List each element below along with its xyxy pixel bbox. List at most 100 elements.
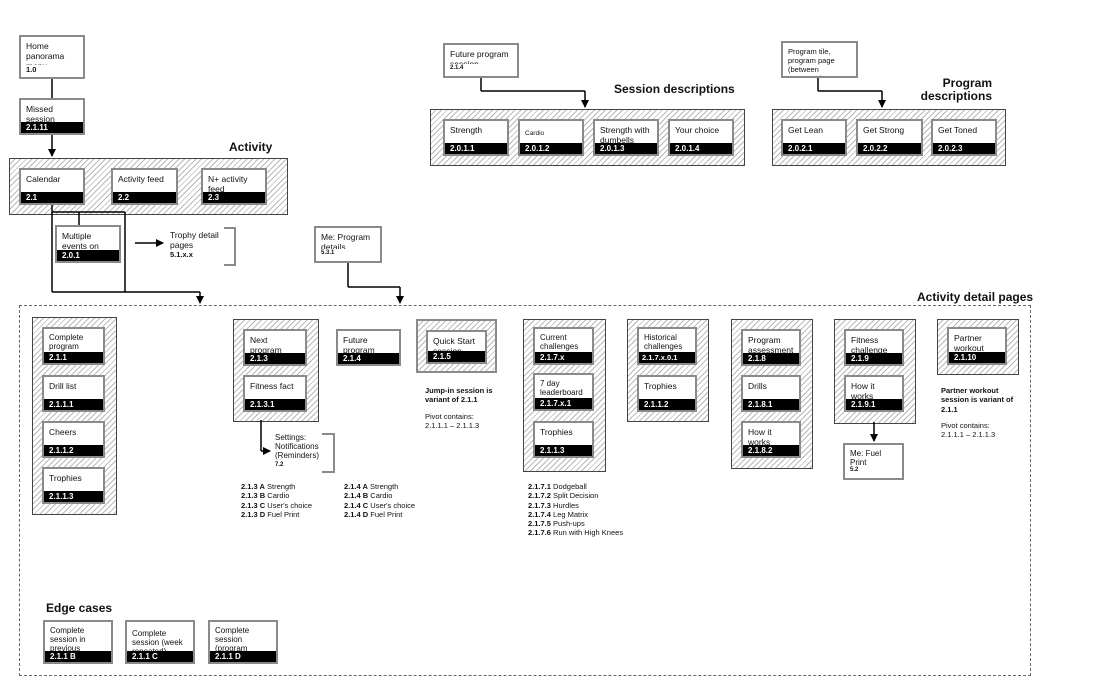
- node-label: Historical challenges (x6 types): [644, 333, 683, 352]
- variant-line: 2.1.4 C User's choice: [344, 500, 416, 510]
- node-code: 2.0.1: [57, 250, 119, 261]
- edge-case-ended-early-node[interactable]: Complete session (program ended early) 2…: [208, 620, 278, 664]
- quick-start-session-node[interactable]: Quick Start session 2.1.5: [416, 319, 497, 373]
- drill-list-node[interactable]: Drill list 2.1.1.1: [42, 375, 105, 412]
- node-label: Complete program session: [49, 333, 84, 352]
- historical-challenges-node[interactable]: Historical challenges (x6 types) 2.1.7.x…: [637, 327, 697, 365]
- drills-node[interactable]: Drills 2.1.8.1: [741, 375, 801, 412]
- quick-start-inner: Quick Start session 2.1.5: [426, 330, 487, 364]
- strength-node[interactable]: Strength 2.0.1.1: [443, 119, 509, 156]
- node-label: Calendar: [26, 174, 61, 184]
- program-descriptions-title: Program descriptions: [920, 76, 992, 103]
- node-code: 7.2: [275, 462, 284, 468]
- missed-session-node[interactable]: Missed session (Conditional) 2.1.11: [19, 98, 85, 135]
- node-code: 2.2: [113, 192, 176, 203]
- next-program-variants: 2.1.3 A Strength 2.1.3 B Cardio 2.1.3 C …: [241, 482, 312, 519]
- future-program-session-node[interactable]: Future program session 2.1.4: [336, 329, 401, 366]
- get-toned-node[interactable]: Get Toned 2.0.2.3: [931, 119, 997, 156]
- calendar-node[interactable]: Calendar 2.1: [19, 168, 85, 205]
- node-code: 2.1.4: [450, 65, 464, 71]
- node-label: Trophy detail pages: [170, 230, 219, 250]
- activity-detail-pages-title: Activity detail pages: [917, 290, 1034, 304]
- node-code: 2.1.10: [949, 352, 1005, 363]
- node-label: Future program session: [343, 335, 375, 353]
- node-code: 2.1.8: [743, 353, 799, 364]
- current-challenges-node[interactable]: Current challenges (x6 types) 2.1.7.x: [533, 327, 594, 365]
- historical-trophies-node[interactable]: Trophies 2.1.1.2: [637, 375, 697, 412]
- trophies-node[interactable]: Trophies 2.1.1.3: [42, 467, 105, 504]
- activity-title: Activity: [229, 140, 273, 154]
- edge-cases-title: Edge cases: [46, 601, 113, 615]
- how-it-works-assessment-node[interactable]: How it works 2.1.8.2: [741, 421, 801, 458]
- variant-line: 2.1.4 B Cardio: [344, 491, 393, 501]
- node-label: Current challenges (x6 types): [540, 333, 579, 352]
- node-label: How it works: [748, 427, 772, 445]
- node-code: 2.0.2.3: [933, 143, 995, 154]
- node-code: 2.1.3.1: [245, 399, 305, 410]
- your-choice-node[interactable]: Your choice 2.0.1.4: [668, 119, 734, 156]
- node-code: 2.1.1.3: [44, 491, 103, 502]
- program-assessment-node[interactable]: Program assessment 2.1.8: [741, 329, 801, 366]
- node-label: Missed session (Conditional): [26, 104, 55, 122]
- cheers-node[interactable]: Cheers 2.1.1.2: [42, 421, 105, 458]
- activity-detail-pages-area: [19, 305, 1031, 676]
- leaderboard-node[interactable]: 7 day leaderboard (x6) 2.1.7.x.1: [533, 373, 594, 411]
- program-tile-node[interactable]: Program tile, program page (between prog…: [781, 41, 858, 78]
- node-label: Get Toned: [938, 125, 978, 135]
- variant-line: 2.1.3 D Fuel Print: [241, 509, 300, 519]
- node-label: Trophies: [540, 427, 573, 437]
- get-strong-node[interactable]: Get Strong 2.0.2.2: [856, 119, 923, 156]
- node-code: 2.1.1.1: [44, 399, 103, 410]
- node-code: 2.0.1.4: [670, 143, 732, 154]
- future-program-session-top-node[interactable]: Future program session 2.1.4: [443, 43, 519, 78]
- node-label: Program assessment: [748, 335, 794, 353]
- partner-workout-node[interactable]: Partner workout 2.1.10: [947, 327, 1007, 365]
- node-label: Partner workout: [954, 333, 984, 352]
- fitness-challenge-node[interactable]: Fitness challenge 2.1.9: [844, 329, 904, 366]
- nplus-activity-feed-node[interactable]: N+ activity feed 2.3: [201, 168, 267, 205]
- node-label: Complete session in previous program: [50, 626, 86, 651]
- trophy-detail-pages-node[interactable]: Trophy detail pages 5.1.x.x: [166, 228, 225, 262]
- get-lean-node[interactable]: Get Lean 2.0.2.1: [781, 119, 847, 156]
- how-it-works-challenge-node[interactable]: How it works 2.1.9.1: [844, 375, 904, 412]
- node-label: Complete session (program ended early): [215, 626, 250, 651]
- node-code: 2.1.1.3: [535, 445, 592, 456]
- strength-with-dumbells-node[interactable]: Strength with dumbells 2.0.1.3: [593, 119, 659, 156]
- complete-program-session-node[interactable]: Complete program session 2.1.1: [42, 327, 105, 365]
- settings-notifications-node[interactable]: Settings: Notifications (Reminders) 7.2: [271, 432, 323, 470]
- node-label: Drill list: [49, 381, 77, 391]
- node-code: 1.0: [26, 65, 37, 74]
- node-label: Multiple events on one date: [62, 231, 99, 250]
- home-panorama-menu-node[interactable]: Home panorama menu 1.0: [19, 35, 85, 79]
- node-code: 2.0.1.2: [520, 143, 582, 154]
- activity-feed-node[interactable]: Activity feed 2.2: [111, 168, 178, 205]
- fitness-fact-node[interactable]: Fitness fact 2.1.3.1: [243, 375, 307, 412]
- challenge-line: 2.1.7.4 Leg Matrix: [528, 509, 589, 519]
- node-label: Your choice: [675, 125, 720, 135]
- quick-start-note: Jump-in session is variant of 2.1.1 Pivo…: [425, 386, 493, 430]
- node-code: 2.1.1 D: [210, 651, 276, 662]
- partner-workout-note: Partner workout session is variant of 2.…: [941, 386, 1014, 440]
- me-fuel-print-node[interactable]: Me: Fuel Print 5.2: [843, 443, 904, 480]
- node-label: N+ activity feed: [208, 174, 248, 192]
- node-code: 2.1.11: [21, 122, 83, 133]
- node-label: Home panorama menu: [26, 41, 65, 65]
- edge-case-previous-program-node[interactable]: Complete session in previous program 2.1…: [43, 620, 113, 664]
- node-label: Me: Program details: [321, 232, 371, 249]
- challenge-trophies-node[interactable]: Trophies 2.1.1.3: [533, 421, 594, 458]
- multiple-events-node[interactable]: Multiple events on one date 2.0.1: [55, 225, 121, 263]
- node-label: Get Strong: [863, 125, 905, 135]
- node-label: Settings: Notifications (Reminders): [275, 433, 320, 460]
- node-code: 2.0.2.2: [858, 143, 921, 154]
- me-program-details-node[interactable]: Me: Program details 5.3.1: [314, 226, 382, 263]
- next-program-session-node[interactable]: Next program session 2.1.3: [243, 329, 307, 366]
- node-label: Future program session: [450, 49, 509, 64]
- edge-case-week-repeated-node[interactable]: Complete session (week repeated) 2.1.1 C: [125, 620, 195, 664]
- node-code: 2.1.8.2: [743, 445, 799, 456]
- node-label: How it works: [851, 381, 875, 399]
- challenge-types-list: 2.1.7.1 Dodgeball 2.1.7.2 Split Decision…: [528, 482, 623, 538]
- node-code: 2.0.2.1: [783, 143, 845, 154]
- node-code: 2.1.7.x.1: [535, 398, 592, 409]
- cardio-node[interactable]: Cardio 2.0.1.2: [518, 119, 584, 156]
